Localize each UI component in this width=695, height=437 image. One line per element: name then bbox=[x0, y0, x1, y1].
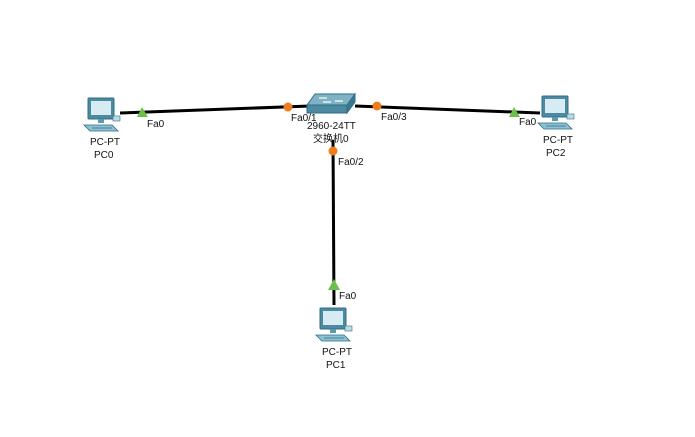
pc-icon bbox=[315, 307, 353, 342]
link-indicator-switch-fa02 bbox=[328, 146, 338, 156]
pc-icon bbox=[83, 97, 121, 132]
pc1-port-label: Fa0 bbox=[339, 291, 357, 302]
link-up-indicator-pc1 bbox=[328, 279, 340, 290]
pc2-model-label: PC-PT bbox=[543, 135, 573, 146]
pc1-name-label: PC1 bbox=[326, 360, 346, 371]
link-indicator-switch-fa03 bbox=[372, 101, 382, 111]
link-up-indicator-pc0 bbox=[137, 107, 148, 117]
pc0-port-label: Fa0 bbox=[147, 119, 165, 130]
switch-icon bbox=[306, 92, 356, 115]
switch0-model-label: 2960-24TT bbox=[307, 121, 356, 132]
switch-port-fa02-label: Fa0/2 bbox=[338, 157, 364, 168]
device-pc0[interactable] bbox=[82, 96, 122, 134]
device-switch0[interactable] bbox=[305, 92, 357, 116]
pc0-name-label: PC0 bbox=[94, 150, 114, 161]
pc0-model-label: PC-PT bbox=[90, 137, 120, 148]
device-pc1[interactable] bbox=[314, 306, 354, 344]
pc2-name-label: PC2 bbox=[546, 148, 566, 159]
pc2-port-label: Fa0 bbox=[519, 117, 537, 128]
pc1-model-label: PC-PT bbox=[322, 347, 352, 358]
link-indicator-switch-fa01 bbox=[283, 102, 293, 112]
link-up-indicator-pc2 bbox=[509, 107, 520, 117]
switch-port-fa03-label: Fa0/3 bbox=[381, 112, 407, 123]
cable-pc0-switch[interactable] bbox=[119, 104, 311, 115]
device-pc2[interactable] bbox=[536, 94, 576, 132]
switch-port-fa01-label: Fa0/1 bbox=[291, 113, 317, 124]
cable-switch-pc1[interactable] bbox=[331, 139, 336, 306]
cable-switch-pc2[interactable] bbox=[354, 104, 541, 115]
switch0-name-label: 交换机0 bbox=[313, 134, 349, 145]
pc-icon bbox=[537, 95, 575, 130]
